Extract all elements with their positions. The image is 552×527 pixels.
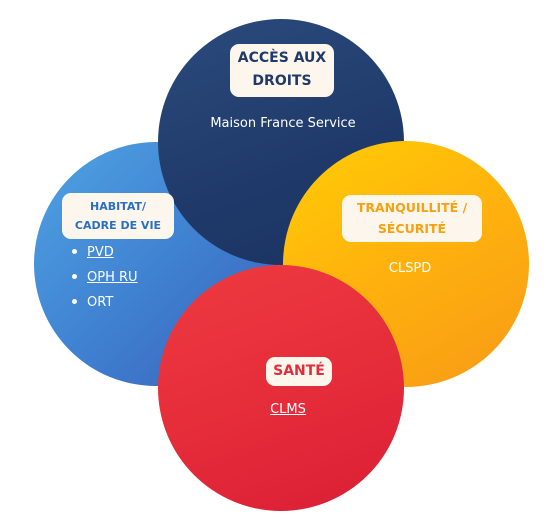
link-pvd[interactable]: PVD xyxy=(87,245,114,260)
label-habitat-line1: HABITAT/ xyxy=(89,200,147,213)
list-item[interactable]: PVD xyxy=(72,244,138,269)
bullet-icon xyxy=(72,274,77,279)
list-item: ORT xyxy=(72,294,138,319)
label-habitat-line2: CADRE DE VIE xyxy=(74,219,162,232)
label-tranq-line1: TRANQUILLITÉ / xyxy=(356,200,468,215)
label-acces-line2: DROITS xyxy=(252,73,312,89)
list-item[interactable]: OPH RU xyxy=(72,269,138,294)
circle-sante xyxy=(158,265,404,511)
label-sante: SANTÉ xyxy=(266,357,332,386)
text-clspd: CLSPD xyxy=(388,261,432,276)
label-acces-aux-droits: ACCÈS AUX DROITS xyxy=(230,44,334,97)
label-habitat-cadre-de-vie: HABITAT/ CADRE DE VIE xyxy=(62,193,174,239)
bullet-icon xyxy=(72,299,77,304)
habitat-list: PVD OPH RU ORT xyxy=(72,244,138,319)
text-maison-france-service: Maison France Service xyxy=(210,116,356,131)
label-tranquillite-securite: TRANQUILLITÉ / SÉCURITÉ xyxy=(342,195,482,242)
bullet-icon xyxy=(72,249,77,254)
link-clms[interactable]: CLMS xyxy=(270,402,306,417)
label-tranq-line2: SÉCURITÉ xyxy=(377,221,447,236)
label-acces-line1: ACCÈS AUX xyxy=(237,50,327,66)
text-ort: ORT xyxy=(87,295,114,310)
link-oph-ru[interactable]: OPH RU xyxy=(87,270,138,285)
